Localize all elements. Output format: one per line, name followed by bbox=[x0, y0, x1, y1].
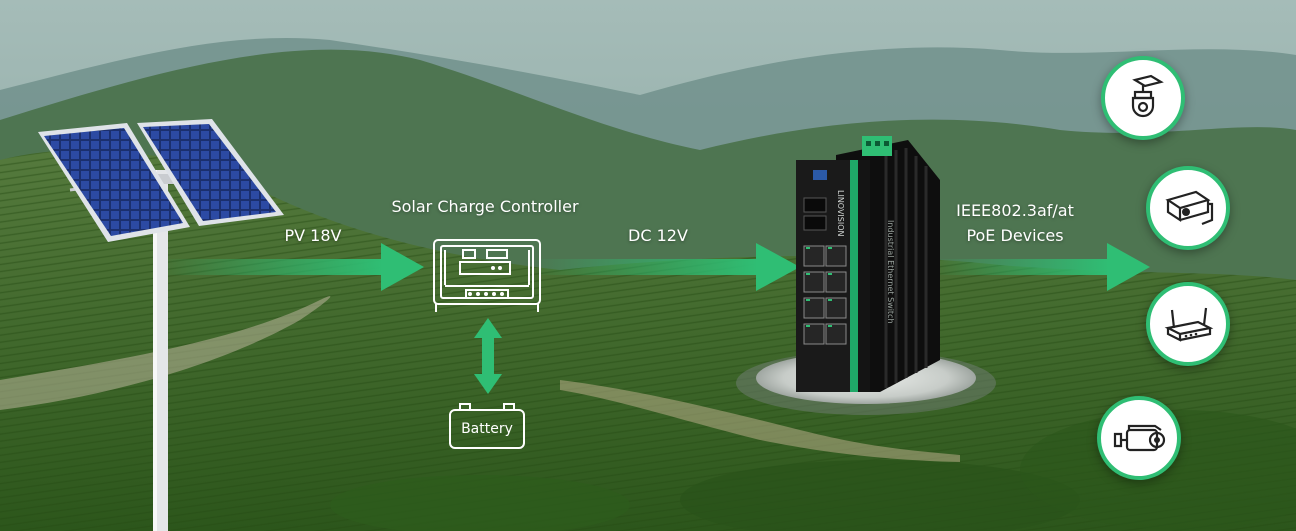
controller-label: Solar Charge Controller bbox=[391, 197, 579, 216]
poe-arrow bbox=[940, 243, 1150, 291]
device-bullet-camera bbox=[1097, 396, 1181, 480]
device-box-camera bbox=[1146, 166, 1230, 250]
battery-icon: Battery bbox=[449, 403, 525, 449]
box-camera-icon bbox=[1165, 190, 1214, 226]
device-wifi-router bbox=[1146, 282, 1230, 366]
ptz-dome-camera-icon bbox=[1131, 74, 1164, 118]
dc-voltage-label: DC 12V bbox=[628, 226, 688, 245]
bullet-camera-icon bbox=[1113, 424, 1166, 452]
pv-arrow bbox=[168, 243, 424, 291]
switch-brand-label: LINOVISION bbox=[836, 190, 845, 237]
battery-terminal-left bbox=[459, 403, 471, 410]
wifi-router-icon bbox=[1164, 307, 1214, 342]
battery-terminal-right bbox=[503, 403, 515, 410]
device-ptz-camera bbox=[1101, 56, 1185, 140]
poe-devices-label: PoE Devices bbox=[966, 226, 1064, 245]
pv-voltage-label: PV 18V bbox=[284, 226, 342, 245]
solar-panel-icon bbox=[38, 119, 284, 531]
battery-arrow bbox=[474, 318, 502, 394]
poe-standard-label: IEEE802.3af/at bbox=[956, 201, 1074, 220]
battery-label: Battery bbox=[461, 421, 513, 437]
dc-arrow bbox=[540, 243, 800, 291]
switch-side-label: Industrial Ethernet Switch bbox=[886, 220, 895, 324]
